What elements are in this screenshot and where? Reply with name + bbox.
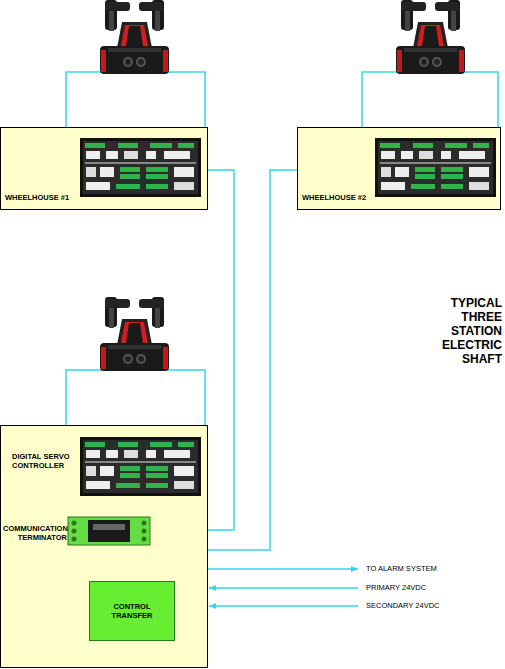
line-label: TO ALARM SYSTEM [366,564,437,573]
node-label: COMMUNICATION TERMINATOR [3,524,67,542]
wheelhouse-box: WHEELHOUSE #2 [297,127,501,210]
head-cable [66,72,498,425]
line-label: SECONDARY 24VDC [366,601,440,610]
control-room-box: DIGITAL SERVO CONTROLLER COMMUNICATION TE… [0,425,208,668]
node-label: DIGITAL SERVO CONTROLLER [12,452,84,470]
diagram-title: TYPICAL THREE STATION ELECTRIC SHAFT [410,296,502,366]
control-transfer-box: CONTROL TRANSFER [89,581,175,641]
node-label: WHEELHOUSE #1 [5,193,69,202]
communication-terminator [68,517,150,545]
node-label: WHEELHOUSE #2 [302,193,366,202]
wheelhouse-box: WHEELHOUSE #1 [0,127,208,210]
node-label: CONTROL TRANSFER [97,602,167,620]
data-link [208,170,234,530]
data-link [208,170,297,550]
line-label: PRIMARY 24VDC [366,583,426,592]
external-line [208,569,358,606]
